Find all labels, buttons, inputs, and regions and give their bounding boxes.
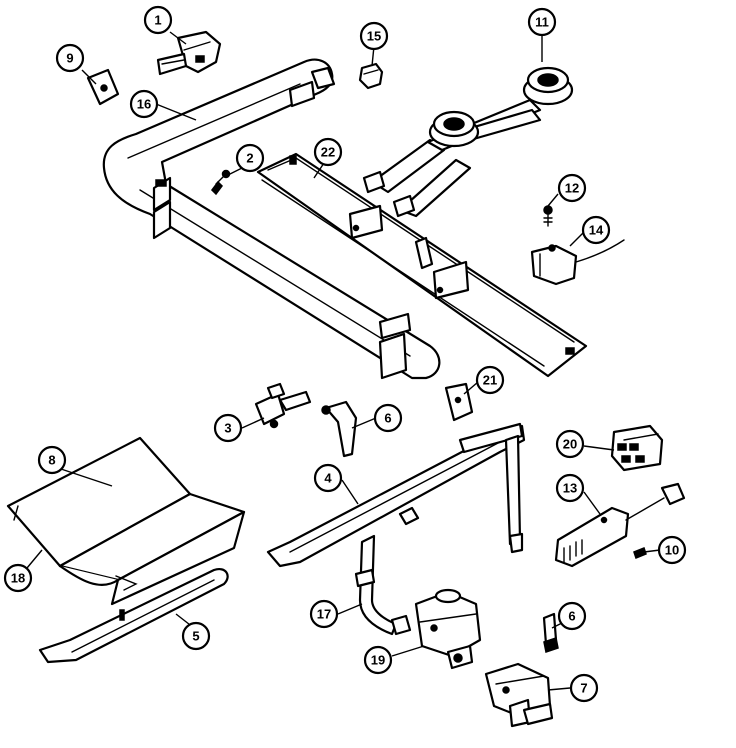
- part-18-shield: [6, 436, 246, 606]
- svg-text:21: 21: [483, 373, 497, 388]
- part-19-regulator: [414, 588, 482, 670]
- callout-11: 11: [527, 7, 557, 37]
- svg-text:14: 14: [589, 223, 604, 238]
- callout-10: 10: [657, 535, 687, 565]
- svg-text:12: 12: [565, 181, 579, 196]
- part-9-clip: [86, 68, 120, 106]
- part-1-valve: [156, 30, 222, 76]
- callout-22: 22: [313, 137, 343, 167]
- callout-9: 9: [55, 43, 85, 73]
- svg-text:6: 6: [384, 411, 391, 426]
- svg-text:4: 4: [324, 471, 332, 486]
- part-13-electrode: [554, 482, 686, 568]
- part-21-plate: [444, 382, 474, 422]
- part-10-screw: [633, 547, 647, 559]
- part-12-screw: [543, 205, 553, 227]
- part-15-nut: [358, 62, 384, 90]
- svg-text:17: 17: [317, 607, 331, 622]
- callout-3: 3: [213, 413, 243, 443]
- callout-6-lower: 6: [557, 601, 587, 631]
- svg-text:22: 22: [321, 145, 335, 160]
- callout-4: 4: [313, 463, 343, 493]
- part-20-connector: [610, 424, 664, 472]
- callout-18: 18: [3, 563, 33, 593]
- callout-21: 21: [475, 365, 505, 395]
- callout-19: 19: [363, 645, 393, 675]
- callout-15: 15: [359, 21, 389, 51]
- part-17-gas-line: [354, 534, 412, 636]
- svg-text:11: 11: [535, 15, 549, 30]
- part-16-burner-tube: [102, 58, 441, 380]
- svg-text:19: 19: [371, 653, 385, 668]
- leader-lines: [21, 31, 661, 691]
- part-5-lower-tube: [38, 568, 229, 664]
- callout-5: 5: [181, 621, 211, 651]
- svg-text:13: 13: [563, 481, 577, 496]
- svg-text:20: 20: [563, 437, 577, 452]
- callout-14: 14: [581, 215, 611, 245]
- part-14-igniter: [530, 239, 625, 286]
- callout-2: 2: [235, 143, 265, 173]
- callout-6-upper: 6: [373, 403, 403, 433]
- callout-1: 1: [143, 5, 173, 35]
- svg-text:6: 6: [568, 609, 575, 624]
- svg-text:1: 1: [154, 13, 161, 28]
- part-4-tube: [266, 422, 526, 568]
- callout-16: 16: [129, 89, 159, 119]
- svg-text:16: 16: [137, 97, 151, 112]
- part-6-elbow-upper: [321, 400, 358, 458]
- callout-17: 17: [309, 599, 339, 629]
- callout-7: 7: [569, 673, 599, 703]
- part-6-elbow-lower: [542, 612, 559, 653]
- svg-text:10: 10: [665, 543, 679, 558]
- part-22-bracket: [256, 152, 588, 378]
- svg-text:2: 2: [246, 151, 253, 166]
- part-7-valve: [484, 662, 554, 728]
- callout-20: 20: [555, 429, 585, 459]
- part-2-screw: [211, 169, 231, 196]
- svg-text:5: 5: [192, 629, 199, 644]
- svg-text:9: 9: [66, 51, 73, 66]
- part-11-burners: [362, 66, 574, 218]
- callout-8: 8: [37, 445, 67, 475]
- part-3-fitting: [254, 382, 312, 429]
- svg-text:15: 15: [367, 29, 381, 44]
- callout-12: 12: [557, 173, 587, 203]
- callout-13: 13: [555, 473, 585, 503]
- svg-text:8: 8: [48, 453, 55, 468]
- svg-text:3: 3: [224, 421, 231, 436]
- svg-text:18: 18: [11, 571, 25, 586]
- svg-text:7: 7: [580, 681, 587, 696]
